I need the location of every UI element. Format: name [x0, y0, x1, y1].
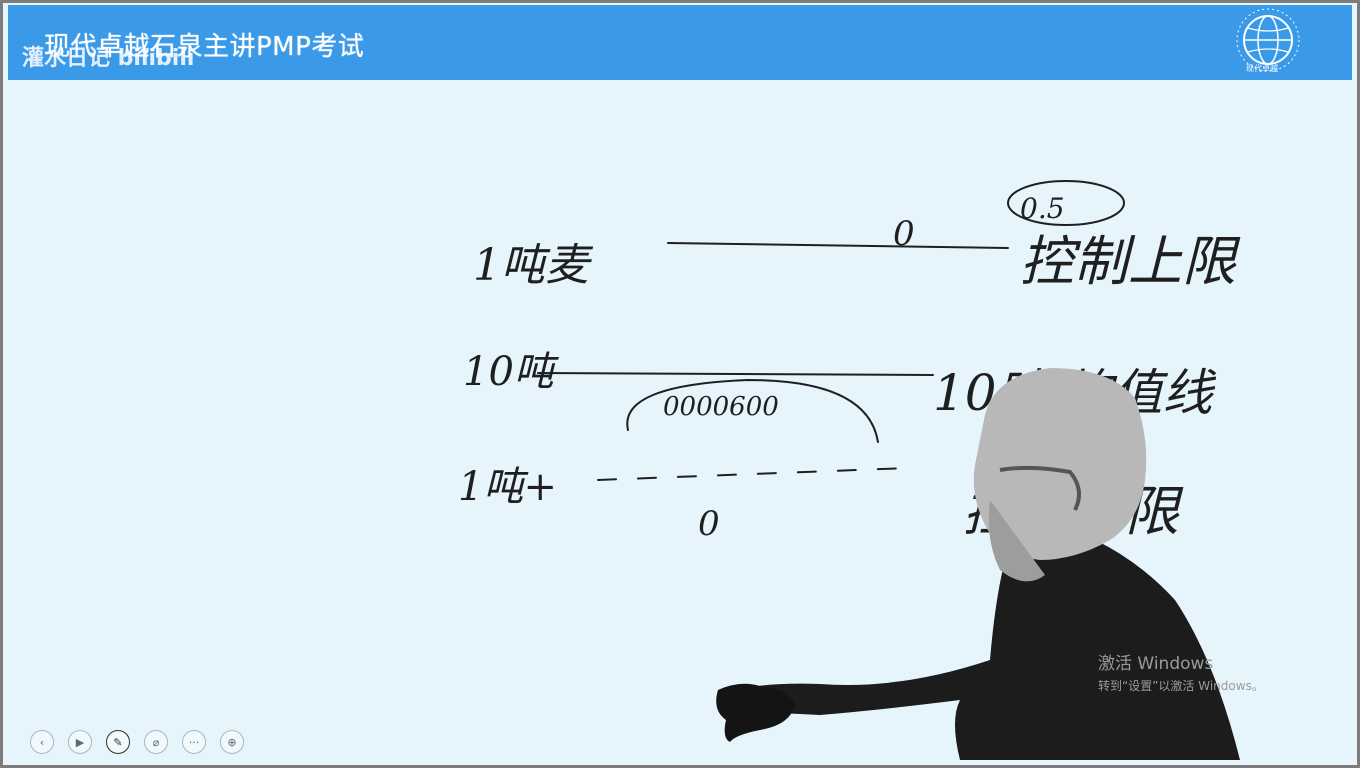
activation-subtitle: 转到“设置”以激活 Windows。 [1098, 679, 1264, 693]
back-icon[interactable]: ‹ [30, 730, 54, 754]
row3-mid-text: 0 [698, 504, 720, 544]
row2-left-text: 10吨 [463, 349, 560, 395]
globe-logo-icon [1236, 8, 1300, 72]
play-icon[interactable]: ▶ [68, 730, 92, 754]
row3-left-text: 1吨+ [458, 464, 557, 510]
windows-activation-notice: 激活 Windows 转到“设置”以激活 Windows。 [1098, 649, 1264, 694]
row1-right-text: 控制上限 [1020, 230, 1241, 293]
row2-circled-text: 0000600 [663, 392, 779, 422]
presentation-toolbar: ‹ ▶ ✎ ⌀ ··· ⊕ [30, 730, 244, 754]
watermark-text: 灌水日记 bilibili [22, 46, 195, 71]
eraser-icon[interactable]: ⌀ [144, 730, 168, 754]
row1-circled-text: 0.5 [1020, 192, 1065, 225]
activation-title: 激活 Windows [1098, 654, 1214, 674]
more-icon[interactable]: ··· [182, 730, 206, 754]
pen-icon[interactable]: ✎ [106, 730, 130, 754]
slide-header [8, 5, 1352, 80]
logo-caption: 现代卓越 [1246, 64, 1278, 73]
row1-mid-text: 0 [893, 214, 915, 254]
zoom-icon[interactable]: ⊕ [220, 730, 244, 754]
row1-left-text: 1吨麦 [473, 240, 594, 291]
slide-title: 现代卓越石泉主讲PMP考试 [44, 32, 365, 62]
